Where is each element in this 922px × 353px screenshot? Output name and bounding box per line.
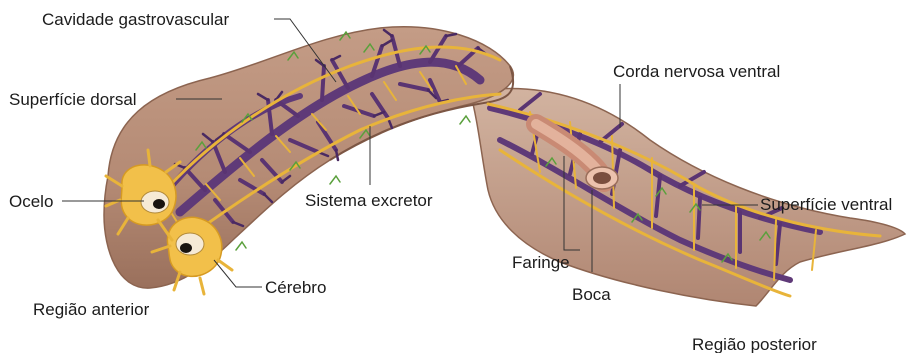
- label-regiao-anterior: Região anterior: [33, 300, 150, 319]
- label-corda-nervosa-ventral: Corda nervosa ventral: [613, 62, 780, 81]
- label-boca: Boca: [572, 285, 611, 304]
- label-superficie-dorsal: Superfície dorsal: [9, 90, 137, 109]
- label-superficie-ventral: Superfície ventral: [760, 195, 892, 214]
- label-regiao-posterior: Região posterior: [692, 335, 817, 353]
- label-cerebro: Cérebro: [265, 278, 326, 297]
- label-ocelo: Ocelo: [9, 192, 53, 211]
- label-faringe: Faringe: [512, 253, 570, 272]
- label-cavidade-gastrovascular: Cavidade gastrovascular: [42, 10, 229, 29]
- label-sistema-excretor: Sistema excretor: [305, 191, 433, 210]
